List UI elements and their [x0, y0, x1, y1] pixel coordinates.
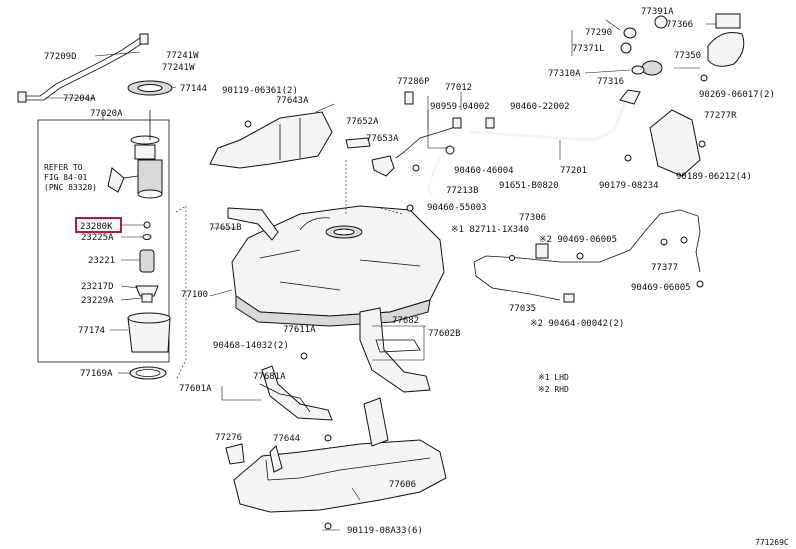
label-90119-06361[interactable]: 90119-06361(2)	[222, 86, 298, 96]
clip-77276-drawing	[225, 443, 245, 465]
heat-protector-77643a-drawing	[209, 111, 333, 169]
pad-77652a-drawing	[345, 137, 371, 149]
fuel-pump-module-box	[37, 119, 170, 363]
label-90269-06017[interactable]: 90269-06017(2)	[699, 90, 775, 100]
label-90460-46004[interactable]: 90460-46004	[454, 166, 514, 176]
label-77277r[interactable]: 77277R	[704, 111, 737, 121]
label-77643a[interactable]: 77643A	[276, 96, 309, 106]
fuel-pump-parts-drawing	[127, 221, 171, 353]
label-77611a[interactable]: 77611A	[283, 325, 316, 335]
label-90959-04002[interactable]: 90959-04002	[430, 102, 490, 112]
label-77169a[interactable]: 77169A	[80, 369, 113, 379]
label-77209d[interactable]: 77209D	[44, 52, 77, 62]
label-23225a[interactable]: 23225A	[81, 233, 114, 243]
label-77276[interactable]: 77276	[215, 433, 242, 443]
label-77644[interactable]: 77644	[273, 434, 300, 444]
left-leader-lines	[46, 51, 177, 374]
label-77310a[interactable]: 77310A	[548, 69, 581, 79]
label-90469-06005-rhd[interactable]: ※2 90469-06005	[539, 235, 617, 245]
label-90119-08a33[interactable]: 90119-08A33(6)	[347, 526, 423, 536]
pad-77653a-drawing	[371, 155, 395, 177]
label-77241w-b[interactable]: 77241W	[162, 63, 195, 73]
tank-straps-right-drawing	[359, 307, 431, 393]
label-77201[interactable]: 77201	[560, 166, 587, 176]
tank-strap-77651b-drawing	[227, 207, 279, 241]
label-23280k[interactable]: 23280K	[80, 222, 113, 232]
label-90179-08234[interactable]: 90179-08234	[599, 181, 659, 191]
note-refer-to: REFER TO	[44, 163, 83, 172]
label-90460-22002[interactable]: 90460-22002	[510, 102, 570, 112]
bracket-77277r-drawing	[649, 109, 701, 177]
note-pnc: (PNC 83320)	[44, 183, 97, 192]
label-77350[interactable]: 77350	[674, 51, 701, 61]
label-23221[interactable]: 23221	[88, 256, 115, 266]
highlighted-part-box[interactable]	[75, 217, 122, 233]
note-fig: FIG 84-01	[44, 173, 88, 182]
label-77601a[interactable]: 77601A	[179, 384, 212, 394]
label-77144[interactable]: 77144	[180, 84, 207, 94]
label-77286p[interactable]: 77286P	[397, 77, 430, 87]
label-77213b[interactable]: 77213B	[446, 186, 479, 196]
label-77653a[interactable]: 77653A	[366, 134, 399, 144]
fuel-tube-77209d-drawing	[17, 33, 149, 103]
tank-straps-left-drawing	[259, 352, 333, 421]
label-77681a[interactable]: 77681A	[253, 372, 286, 382]
label-77012[interactable]: 77012	[445, 83, 472, 93]
filler-pipe-77201-drawing	[406, 89, 641, 212]
diagram-code: 771269C	[755, 538, 789, 547]
label-77100[interactable]: 77100	[181, 290, 208, 300]
label-90189-06212[interactable]: 90189-06212(4)	[676, 172, 752, 182]
label-82711-1x340[interactable]: ※1 82711-1X340	[451, 225, 529, 235]
label-77652a[interactable]: 77652A	[346, 117, 379, 127]
label-91651-b0820[interactable]: 91651-B0820	[499, 181, 559, 191]
pump-ring-77144-drawing	[127, 80, 173, 96]
label-77020a[interactable]: 77020A	[90, 109, 123, 119]
label-77391a[interactable]: 77391A	[641, 7, 674, 17]
label-77306[interactable]: 77306	[519, 213, 546, 223]
fuel-pump-module-drawing	[107, 110, 163, 199]
group-brackets	[209, 19, 716, 531]
label-77316[interactable]: 77316	[597, 77, 624, 87]
label-77290[interactable]: 77290	[585, 28, 612, 38]
legend-rhd: ※2 RHD	[538, 385, 569, 394]
label-77682[interactable]: 77682	[392, 316, 419, 326]
part-labels: 77209D 77241W 77241W 77204A 77144 77020A…	[44, 7, 789, 547]
label-90469-06005[interactable]: 90469-06005	[631, 283, 691, 293]
legend-lhd: ※1 LHD	[538, 373, 569, 382]
label-77204a[interactable]: 77204A	[63, 94, 96, 104]
vent-hoses-drawing	[395, 91, 495, 159]
label-90468-14032[interactable]: 90468-14032(2)	[213, 341, 289, 351]
label-23217d[interactable]: 23217D	[81, 282, 114, 292]
label-77241w-a[interactable]: 77241W	[166, 51, 199, 61]
fuel-lid-parts-drawing	[620, 13, 745, 82]
label-90464-00042[interactable]: ※2 90464-00042(2)	[530, 319, 624, 329]
label-90460-55003[interactable]: 90460-55003	[427, 203, 487, 213]
label-77606[interactable]: 77606	[389, 480, 416, 490]
label-77174[interactable]: 77174	[78, 326, 105, 336]
sensor-wire-drawing	[473, 209, 704, 303]
label-77651b[interactable]: 77651B	[209, 223, 242, 233]
label-77602b[interactable]: 77602B	[428, 329, 461, 339]
protector-plate-77606-drawing	[233, 397, 447, 513]
label-77035[interactable]: 77035	[509, 304, 536, 314]
label-23229a[interactable]: 23229A	[81, 296, 114, 306]
label-77371l[interactable]: 77371L	[572, 44, 605, 54]
label-77366[interactable]: 77366	[666, 20, 693, 30]
label-77377[interactable]: 77377	[651, 263, 678, 273]
